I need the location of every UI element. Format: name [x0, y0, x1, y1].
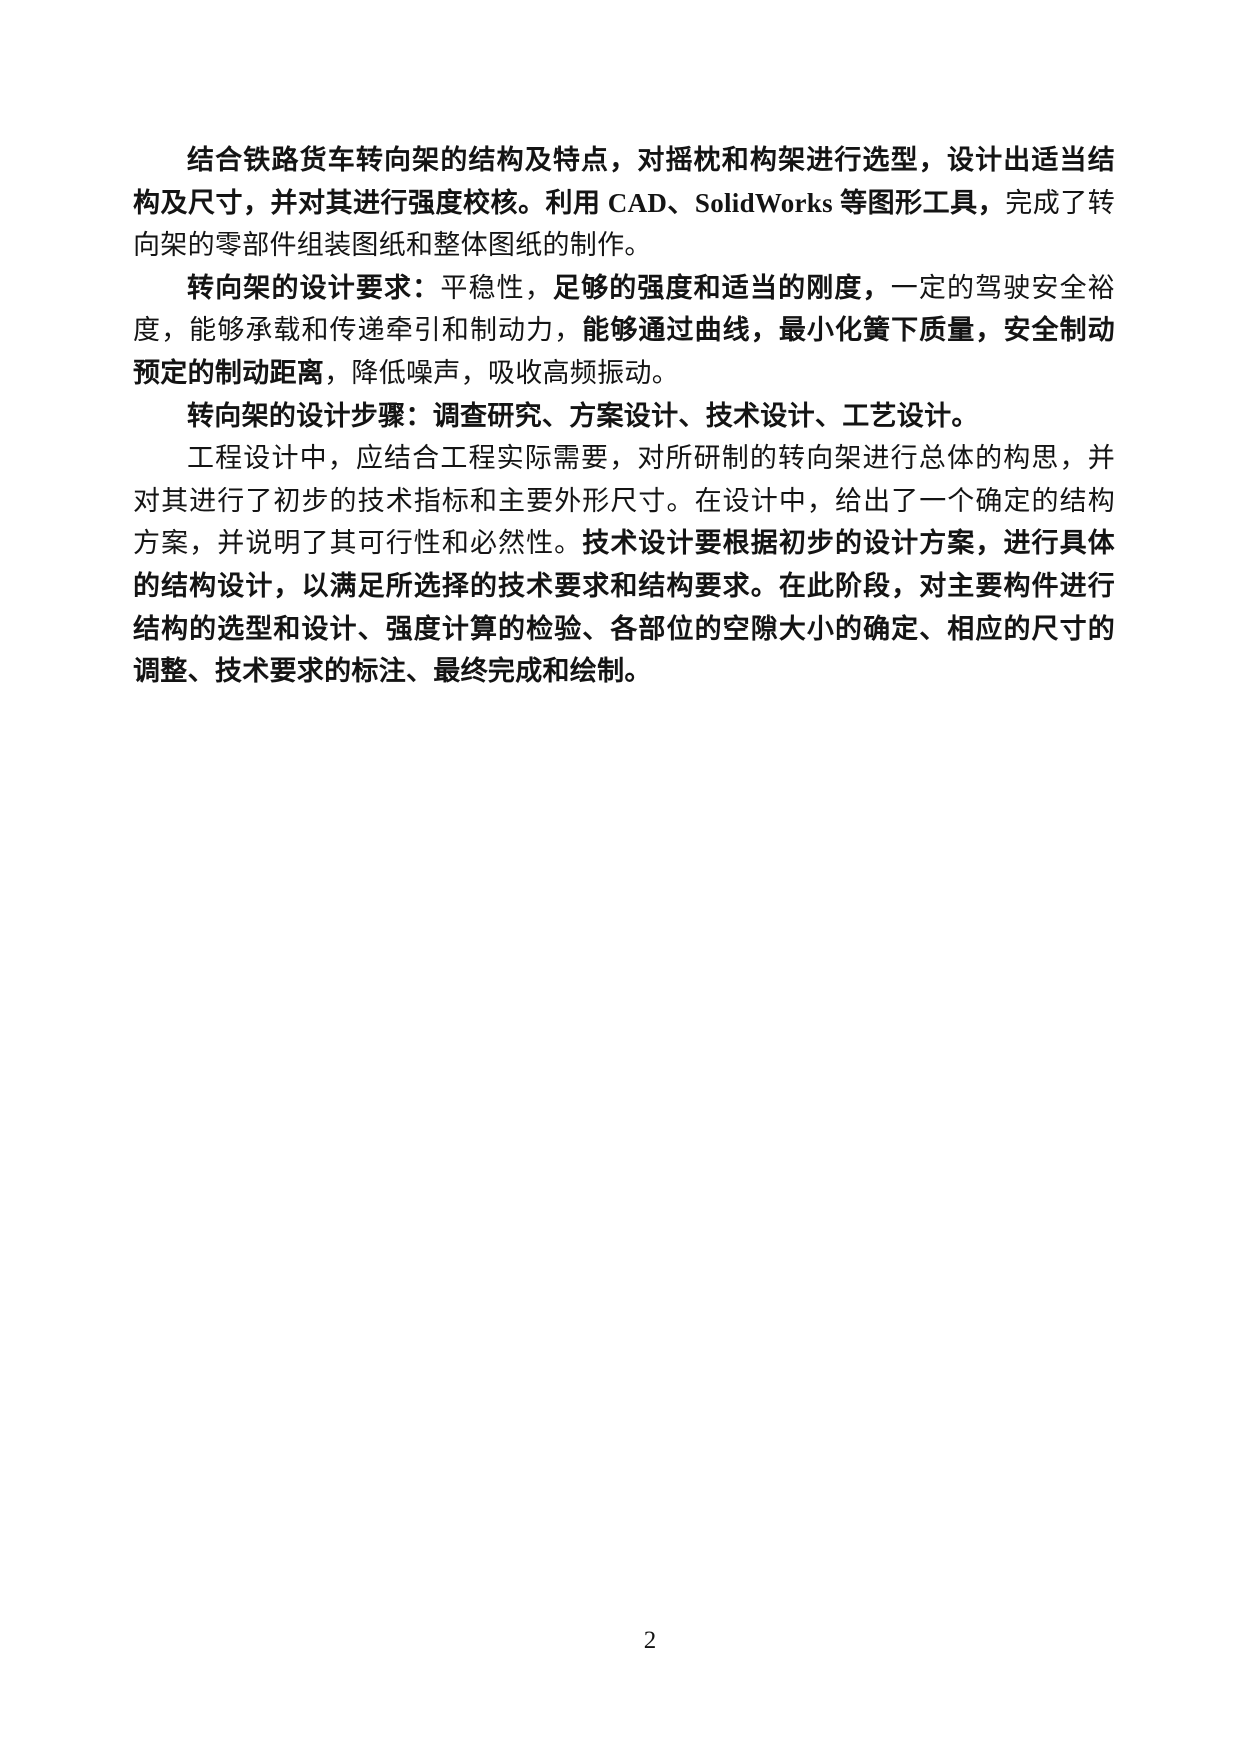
text-run: 转向架的设计要求： — [187, 272, 441, 303]
text-run: 结合铁路货车转向架的结构及特点，对摇枕和构架进行选型，设计出适当结构及尺寸，并对… — [133, 145, 1115, 218]
paragraph-3: 转向架的设计步骤：调查研究、方案设计、技术设计、工艺设计。 — [133, 395, 1115, 438]
paragraph-1: 结合铁路货车转向架的结构及特点，对摇枕和构架进行选型，设计出适当结构及尺寸，并对… — [133, 139, 1115, 267]
page-body-text: 结合铁路货车转向架的结构及特点，对摇枕和构架进行选型，设计出适当结构及尺寸，并对… — [133, 139, 1115, 693]
text-run: 转向架的设计步骤：调查研究、方案设计、技术设计、工艺设计。 — [187, 400, 979, 431]
paragraph-2: 转向架的设计要求：平稳性，足够的强度和适当的刚度，一定的驾驶安全裕度，能够承载和… — [133, 267, 1115, 395]
page-number: 2 — [643, 1627, 657, 1654]
text-run: 完成了转向架的零部件组装图纸和整体图纸的制作。 — [133, 187, 1116, 261]
paragraph-4: 工程设计中，应结合工程实际需要，对所研制的转向架进行总体的构思，并对其进行了初步… — [133, 437, 1115, 693]
text-run: 能够通过曲线，最小化簧下质量，安全制动预定的制动距离 — [133, 315, 1115, 388]
text-run: 技术设计要根据初步的设计方案，进行具体的结构设计，以满足所选择的技术要求和结构要… — [133, 528, 1115, 687]
text-run: ，降低噪声，吸收高频振动。 — [324, 357, 680, 388]
text-run: 工程设计中，应结合工程实际需要，对所研制的转向架进行总体的构思，并对其进行了初步… — [133, 443, 1115, 559]
text-run: 一定的驾驶安全裕度，能够承载和传递牵引和制动力， — [133, 272, 1116, 346]
text-run: 足够的强度和适当的刚度， — [552, 272, 891, 303]
text-run: 平稳性， — [440, 272, 553, 303]
